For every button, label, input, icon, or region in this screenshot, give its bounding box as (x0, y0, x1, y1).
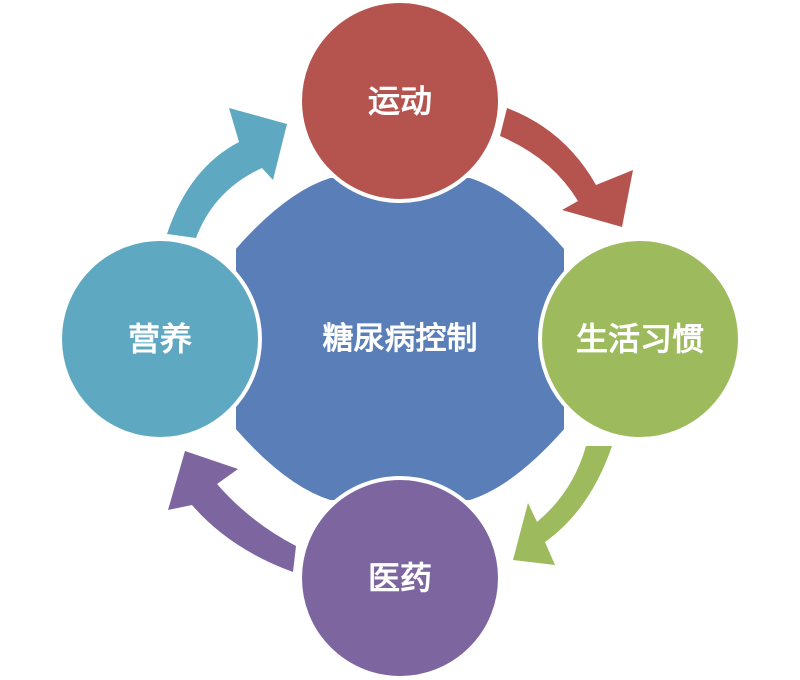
center-shape (232, 174, 568, 504)
center-label: 糖尿病控制 (323, 321, 478, 357)
arrow-medicine-to-nutrition-shape (168, 451, 296, 572)
node-nutrition-circle (58, 237, 262, 441)
arrow-nutrition-to-exercise-shape (167, 108, 287, 238)
node-medicine-label: 医药 (368, 559, 432, 597)
arrow-exercise-to-lifestyle (500, 108, 633, 227)
node-exercise-label: 运动 (368, 82, 432, 120)
node-medicine: 医药 (298, 476, 502, 680)
node-medicine-circle (298, 476, 502, 680)
node-lifestyle-label: 生活习惯 (576, 320, 704, 358)
node-nutrition: 营养 (58, 237, 262, 441)
node-exercise: 运动 (298, 0, 502, 203)
node-lifestyle-circle (538, 237, 742, 441)
node-exercise-circle (298, 0, 502, 203)
arrow-exercise-to-lifestyle-shape (500, 108, 633, 227)
node-lifestyle: 生活习惯 (538, 237, 742, 441)
arrow-nutrition-to-exercise (167, 108, 287, 238)
arrow-lifestyle-to-medicine (513, 446, 612, 565)
arrow-lifestyle-to-medicine-shape (513, 446, 612, 565)
arrow-medicine-to-nutrition (168, 451, 296, 572)
node-nutrition-label: 营养 (128, 320, 192, 358)
